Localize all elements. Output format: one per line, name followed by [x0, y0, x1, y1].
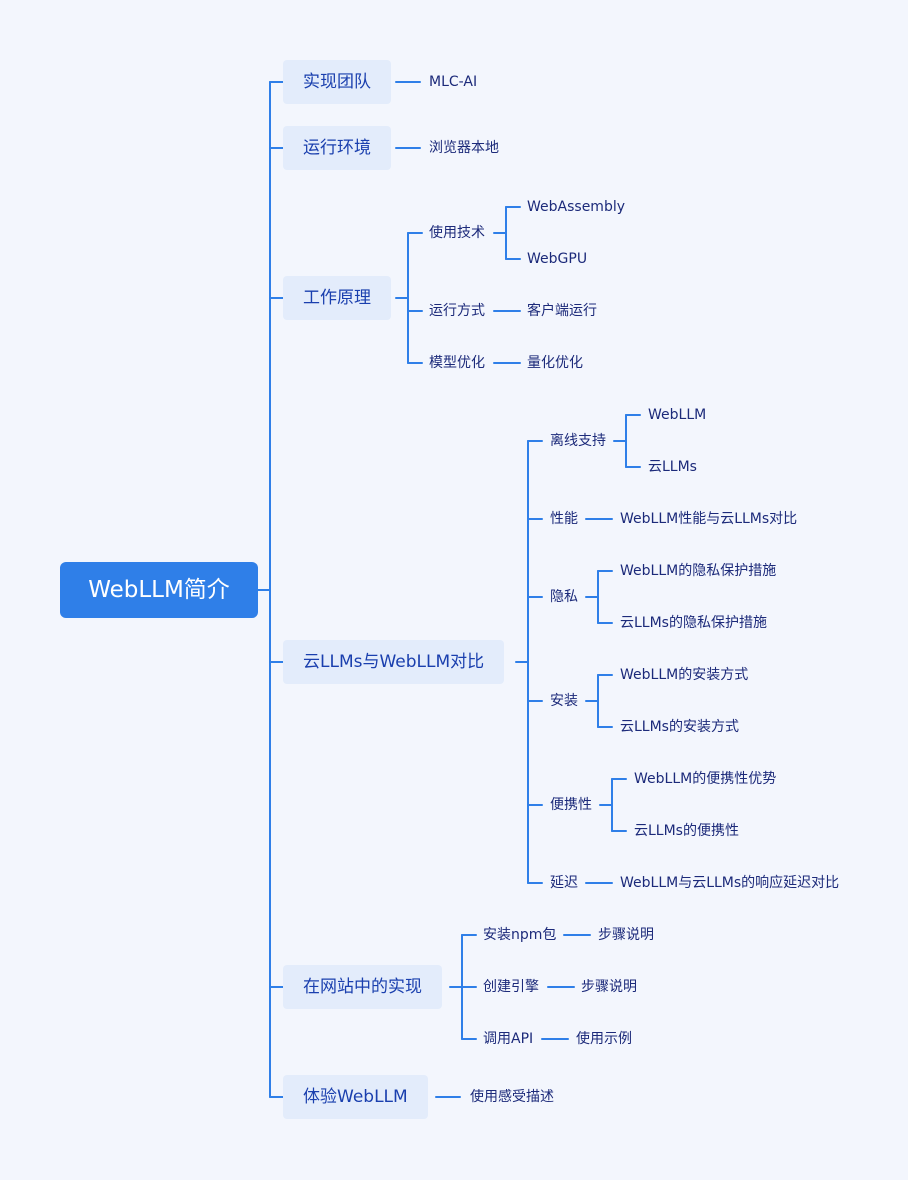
offline-item[interactable]: WebLLM	[648, 407, 707, 423]
compare-privacy[interactable]: 隐私	[550, 589, 578, 605]
website-engine[interactable]: 创建引擎	[483, 979, 539, 995]
portability-item[interactable]: 云LLMs的便携性	[634, 823, 739, 839]
branch-website[interactable]: 在网站中的实现	[283, 965, 442, 1009]
root-node[interactable]: WebLLM简介	[60, 562, 258, 618]
performance-value[interactable]: WebLLM性能与云LLMs对比	[620, 511, 798, 527]
install-item[interactable]: WebLLM的安装方式	[620, 667, 749, 683]
compare-portability[interactable]: 便携性	[550, 797, 592, 813]
team-value[interactable]: MLC-AI	[429, 74, 478, 90]
website-api[interactable]: 调用API	[483, 1031, 534, 1047]
privacy-item[interactable]: WebLLM的隐私保护措施	[620, 563, 777, 579]
portability-item[interactable]: WebLLM的便携性优势	[634, 771, 777, 787]
latency-value[interactable]: WebLLM与云LLMs的响应延迟对比	[620, 875, 840, 891]
branch-experience[interactable]: 体验WebLLM	[283, 1075, 428, 1119]
branch-comparison[interactable]: 云LLMs与WebLLM对比	[283, 640, 505, 684]
offline-item[interactable]: 云LLMs	[648, 459, 697, 475]
experience-value[interactable]: 使用感受描述	[470, 1089, 554, 1105]
tech-item[interactable]: WebAssembly	[527, 199, 625, 215]
compare-performance[interactable]: 性能	[550, 511, 578, 527]
install-item[interactable]: 云LLMs的安装方式	[620, 719, 739, 735]
api-value[interactable]: 使用示例	[576, 1031, 632, 1047]
principle-tech[interactable]: 使用技术	[429, 225, 485, 241]
compare-install[interactable]: 安装	[550, 693, 578, 709]
compare-latency[interactable]: 延迟	[550, 875, 578, 891]
engine-value[interactable]: 步骤说明	[581, 979, 637, 995]
compare-offline[interactable]: 离线支持	[550, 433, 606, 449]
principle-mode[interactable]: 运行方式	[429, 303, 485, 319]
branch-principle[interactable]: 工作原理	[283, 276, 391, 320]
website-npm[interactable]: 安装npm包	[483, 927, 557, 943]
optimization-value[interactable]: 量化优化	[527, 355, 583, 371]
npm-value[interactable]: 步骤说明	[598, 927, 654, 943]
privacy-item[interactable]: 云LLMs的隐私保护措施	[620, 615, 767, 631]
principle-optimization[interactable]: 模型优化	[429, 355, 485, 371]
branch-team[interactable]: 实现团队	[283, 60, 391, 104]
tech-item[interactable]: WebGPU	[527, 251, 588, 267]
mode-value[interactable]: 客户端运行	[527, 303, 597, 319]
environment-value[interactable]: 浏览器本地	[429, 140, 499, 156]
branch-environment[interactable]: 运行环境	[283, 126, 391, 170]
